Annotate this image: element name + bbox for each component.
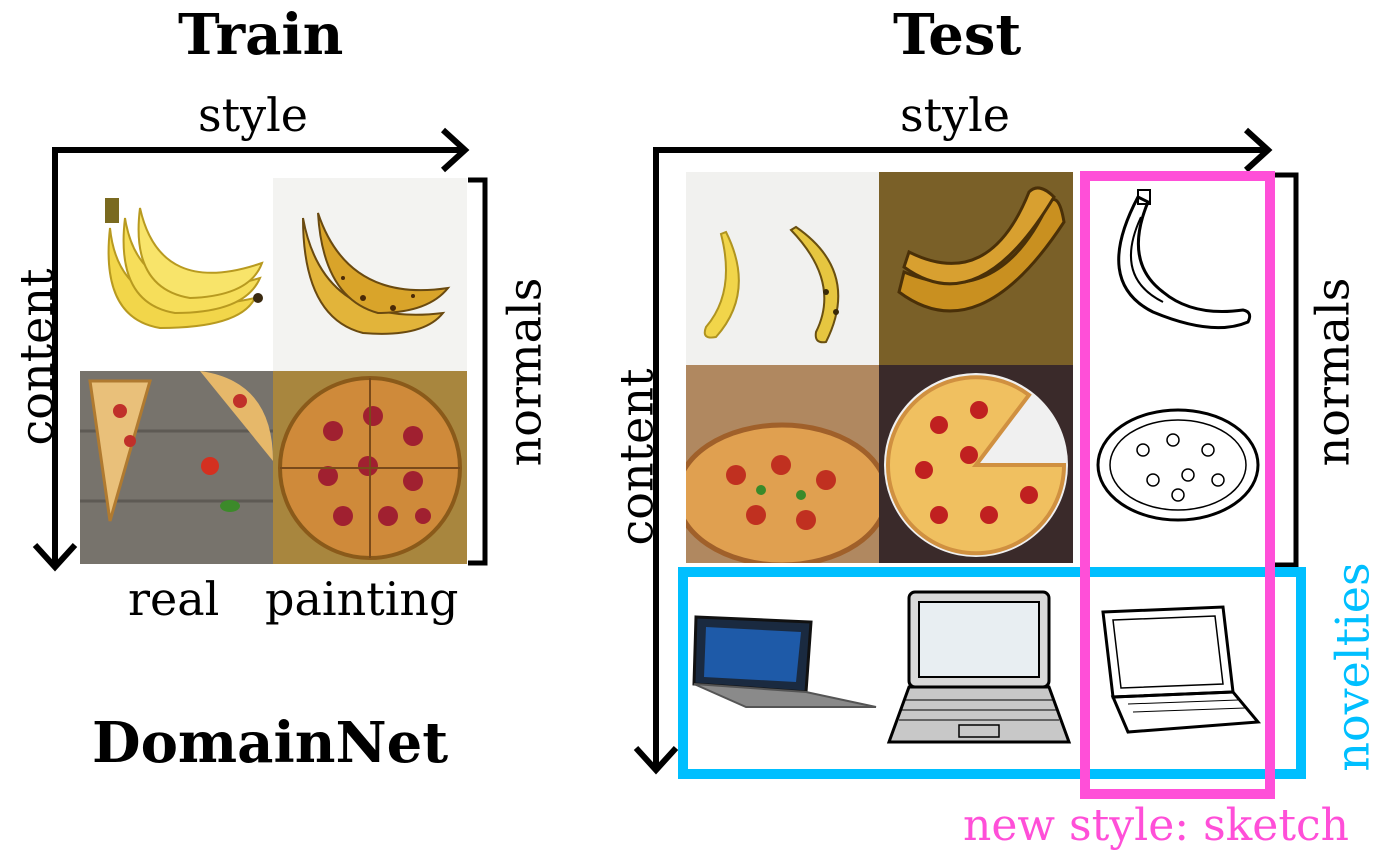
laptop-photo-icon (686, 582, 879, 757)
pizza-painting-icon (879, 365, 1073, 563)
train-style-axis-label: style (198, 88, 309, 142)
train-col-label-painting: painting (265, 572, 459, 626)
banana-sketch-icon (1083, 172, 1273, 365)
train-col-label-real: real (128, 572, 220, 626)
banana-painting-icon (273, 178, 467, 371)
new-style-label: new style: sketch (963, 800, 1350, 851)
test-normals-label: normals (1305, 277, 1360, 467)
laptop-painting-icon (879, 582, 1073, 757)
pizza-painting-icon (273, 371, 467, 564)
new-style-box (1080, 171, 1275, 799)
novelties-box (678, 567, 1306, 779)
test-style-axis-label: style (900, 88, 1011, 142)
novelties-label: novelties (1325, 562, 1380, 772)
test-title: Test (893, 2, 1022, 68)
train-title: Train (178, 2, 344, 68)
train-axes (32, 127, 488, 572)
banana-photo-icon (686, 172, 879, 365)
banana-photo-icon (80, 178, 273, 371)
test-content-axis-label: content (609, 368, 664, 546)
pizza-sketch-icon (1083, 365, 1273, 563)
dataset-name: DomainNet (92, 710, 449, 776)
banana-painting-icon (879, 172, 1073, 365)
laptop-sketch-icon (1083, 582, 1273, 757)
pizza-photo-icon (80, 371, 273, 564)
pizza-photo-icon (686, 365, 879, 563)
